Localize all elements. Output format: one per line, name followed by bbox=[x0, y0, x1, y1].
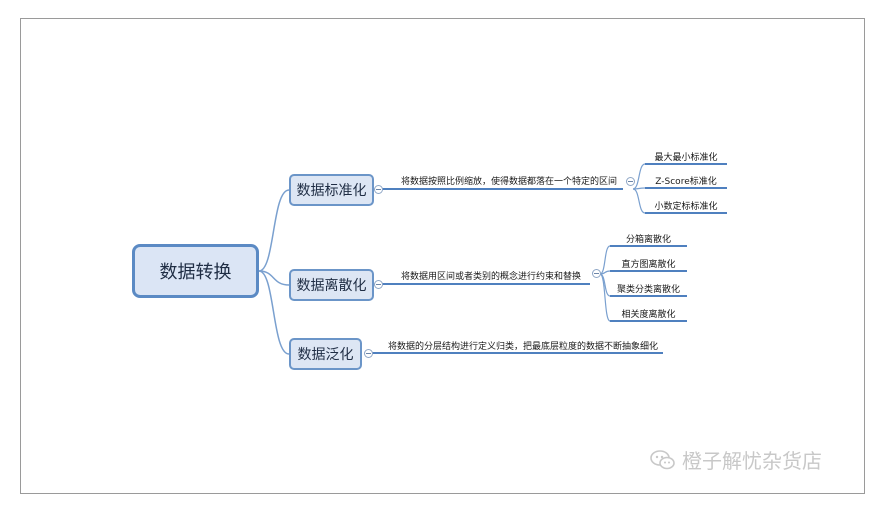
branch-node-generalization[interactable]: 数据泛化 bbox=[289, 338, 362, 370]
collapse-toggle-description-1[interactable] bbox=[626, 177, 635, 186]
child-histogram-discretization: 直方图离散化 bbox=[621, 260, 676, 270]
connector-branch-1-child-1 bbox=[632, 163, 646, 190]
connector-branch-1-child-3 bbox=[632, 188, 646, 214]
watermark: 橙子解忧杂货店 bbox=[650, 445, 822, 474]
wechat-icon bbox=[650, 449, 675, 469]
connector-branch-2-child-4 bbox=[599, 273, 611, 322]
child-z-score-standardization: Z-Score标准化 bbox=[655, 177, 717, 187]
child-correlation-discretization: 相关度离散化 bbox=[621, 310, 676, 320]
collapse-toggle-description-2[interactable] bbox=[592, 269, 601, 278]
root-node-label: 数据转换 bbox=[159, 262, 232, 283]
collapse-toggle-branch-2[interactable] bbox=[374, 280, 383, 289]
branch-node-label: 数据泛化 bbox=[297, 347, 354, 363]
root-node[interactable]: 数据转换 bbox=[132, 244, 259, 298]
description-standardization: 将数据按照比例缩放，使得数据都落在一个特定的区间 bbox=[401, 177, 618, 187]
child-min-max-standardization: 最大最小标准化 bbox=[654, 153, 718, 163]
branch-node-discretization[interactable]: 数据离散化 bbox=[289, 269, 374, 301]
branch-node-standardization[interactable]: 数据标准化 bbox=[289, 174, 374, 206]
child-binning-discretization: 分箱离散化 bbox=[625, 235, 671, 245]
description-discretization: 将数据用区间或者类别的概念进行约束和替换 bbox=[401, 272, 582, 282]
collapse-toggle-branch-1[interactable] bbox=[374, 185, 383, 194]
connector-root-branch-2 bbox=[258, 270, 290, 286]
connector-root-branch-1 bbox=[258, 189, 290, 272]
branch-node-label: 数据离散化 bbox=[296, 278, 367, 294]
connector-root-branch-3 bbox=[258, 270, 290, 355]
child-decimal-scaling-standardization: 小数定标标准化 bbox=[654, 202, 718, 212]
connector-branch-2-child-1 bbox=[599, 245, 611, 275]
description-generalization: 将数据的分层结构进行定义归类，把最底层粒度的数据不断抽象细化 bbox=[388, 342, 659, 352]
collapse-toggle-branch-3[interactable] bbox=[364, 349, 373, 358]
branch-node-label: 数据标准化 bbox=[296, 183, 367, 199]
watermark-text: 橙子解忧杂货店 bbox=[682, 449, 822, 473]
child-clustering-discretization: 聚类分类离散化 bbox=[616, 285, 680, 295]
